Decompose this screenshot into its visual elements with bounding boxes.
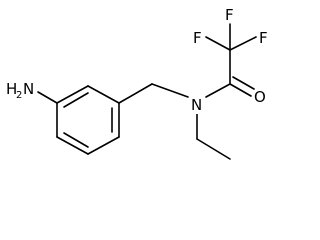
amine-subscript-label: 2 — [16, 90, 22, 101]
chemical-structure-diagram: H 2 N N O F F F — [6, 6, 268, 160]
ring-bond — [87, 136, 120, 155]
ring-double-bond — [63, 132, 89, 148]
ethyl-bond — [196, 138, 231, 160]
carbonyl-double-bond — [232, 76, 255, 90]
ch2-n-bond — [151, 83, 189, 98]
amine-bond — [37, 91, 58, 104]
ring-double-bond — [63, 92, 89, 108]
c-f-bond — [229, 36, 257, 51]
amide-n-c-bond — [205, 83, 231, 98]
amide-n-label: N — [191, 96, 202, 114]
benzene-ring — [56, 85, 120, 155]
c-f-bond — [205, 36, 231, 51]
fluorine-label: F — [259, 29, 268, 47]
benzyl-bond — [118, 83, 153, 104]
amine-h-label: H — [6, 80, 17, 98]
amine-group-label: H 2 N — [6, 80, 34, 101]
carbonyl-bond — [229, 83, 252, 97]
amine-n-label: N — [23, 80, 34, 98]
ring-bond — [56, 85, 89, 104]
fluorine-label: F — [225, 6, 234, 24]
fluorine-label: F — [193, 29, 202, 47]
carbonyl-o-label: O — [254, 88, 266, 106]
ring-bond — [56, 136, 89, 155]
ring-bond — [87, 85, 120, 104]
